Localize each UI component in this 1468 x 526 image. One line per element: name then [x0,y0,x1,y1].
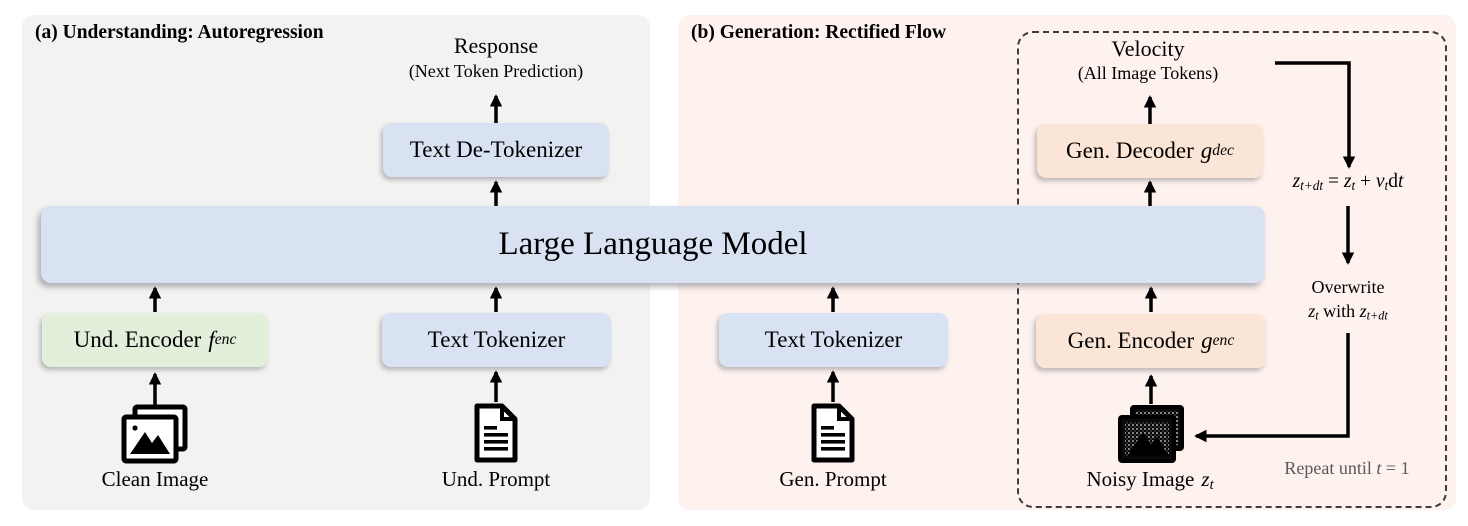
ow-z: z [1308,301,1316,321]
response-subtitle: (Next Token Prediction) [408,61,584,81]
noisy-image-text: Noisy Image [1086,467,1195,491]
velocity-subtitle: (All Image Tokens) [1077,63,1219,83]
eq-plus: + [1355,171,1376,192]
text-tokenizer-a-box: Text Tokenizer [382,313,611,367]
document-icon [811,403,855,463]
gen-encoder-subscript: enc [1212,332,1235,349]
panel-b-title: (b) Generation: Rectified Flow [691,22,947,43]
ow-z-next-sub: t+dt [1366,308,1388,323]
update-equation: zt+dt = zt + vtdt [1248,171,1448,194]
repeat-var: t [1376,458,1382,478]
ow-with: with [1318,301,1360,321]
overwrite-line2: zt with zt+dt [1268,301,1428,324]
document-icon [474,403,518,463]
llm-box: Large Language Model [41,206,1265,283]
gen-decoder-symbol: g [1200,138,1213,163]
eq-t: t [1397,171,1404,192]
ow-z-next: z [1359,301,1367,321]
text-detokenizer-box: Text De-Tokenizer [383,123,609,177]
response-title: Response [453,33,539,58]
clean-image-caption: Clean Image [101,467,209,491]
und-encoder-symbol: f [208,327,215,352]
gen-prompt-caption: Gen. Prompt [779,467,887,491]
text-tokenizer-b-box: Text Tokenizer [719,313,948,367]
eq-v: v [1375,171,1385,192]
repeat-prefix: Repeat until [1284,458,1377,478]
noisy-image-subscript: t [1209,477,1214,494]
text-tokenizer-a-label: Text Tokenizer [427,327,566,352]
eq-z-sub: t [1351,177,1356,193]
eq-z: z [1343,171,1352,192]
panel-a-title: (a) Understanding: Autoregression [35,22,324,43]
text-detokenizer-label: Text De-Tokenizer [409,137,583,162]
text-tokenizer-b-label: Text Tokenizer [764,327,903,352]
und-prompt-caption: Und. Prompt [441,467,551,491]
eq-v-sub: t [1384,177,1389,193]
noisy-image-symbol: z [1201,467,1210,491]
gen-encoder-label: Gen. Encoder [1067,328,1195,353]
overwrite-line1: Overwrite [1311,277,1385,297]
ow-z-sub: t [1315,308,1319,323]
eq-z-next-sub: t+dt [1300,177,1324,193]
velocity-title: Velocity [1111,36,1185,61]
gen-encoder-symbol: g [1201,328,1213,353]
gen-decoder-label: Gen. Decoder [1066,138,1194,163]
photos-icon [121,404,188,464]
llm-label: Large Language Model [498,226,808,262]
eq-equals: = [1323,171,1344,192]
und-encoder-subscript: enc [214,331,237,348]
eq-d: d [1388,171,1398,192]
gen-decoder-subscript: dec [1212,142,1234,159]
repeat-note: Repeat until t = 1 [1237,458,1457,479]
repeat-suffix: = 1 [1381,458,1410,478]
und-encoder-label: Und. Encoder [73,327,202,352]
eq-z-next: z [1292,171,1301,192]
noisy-photos-icon [1118,405,1184,463]
